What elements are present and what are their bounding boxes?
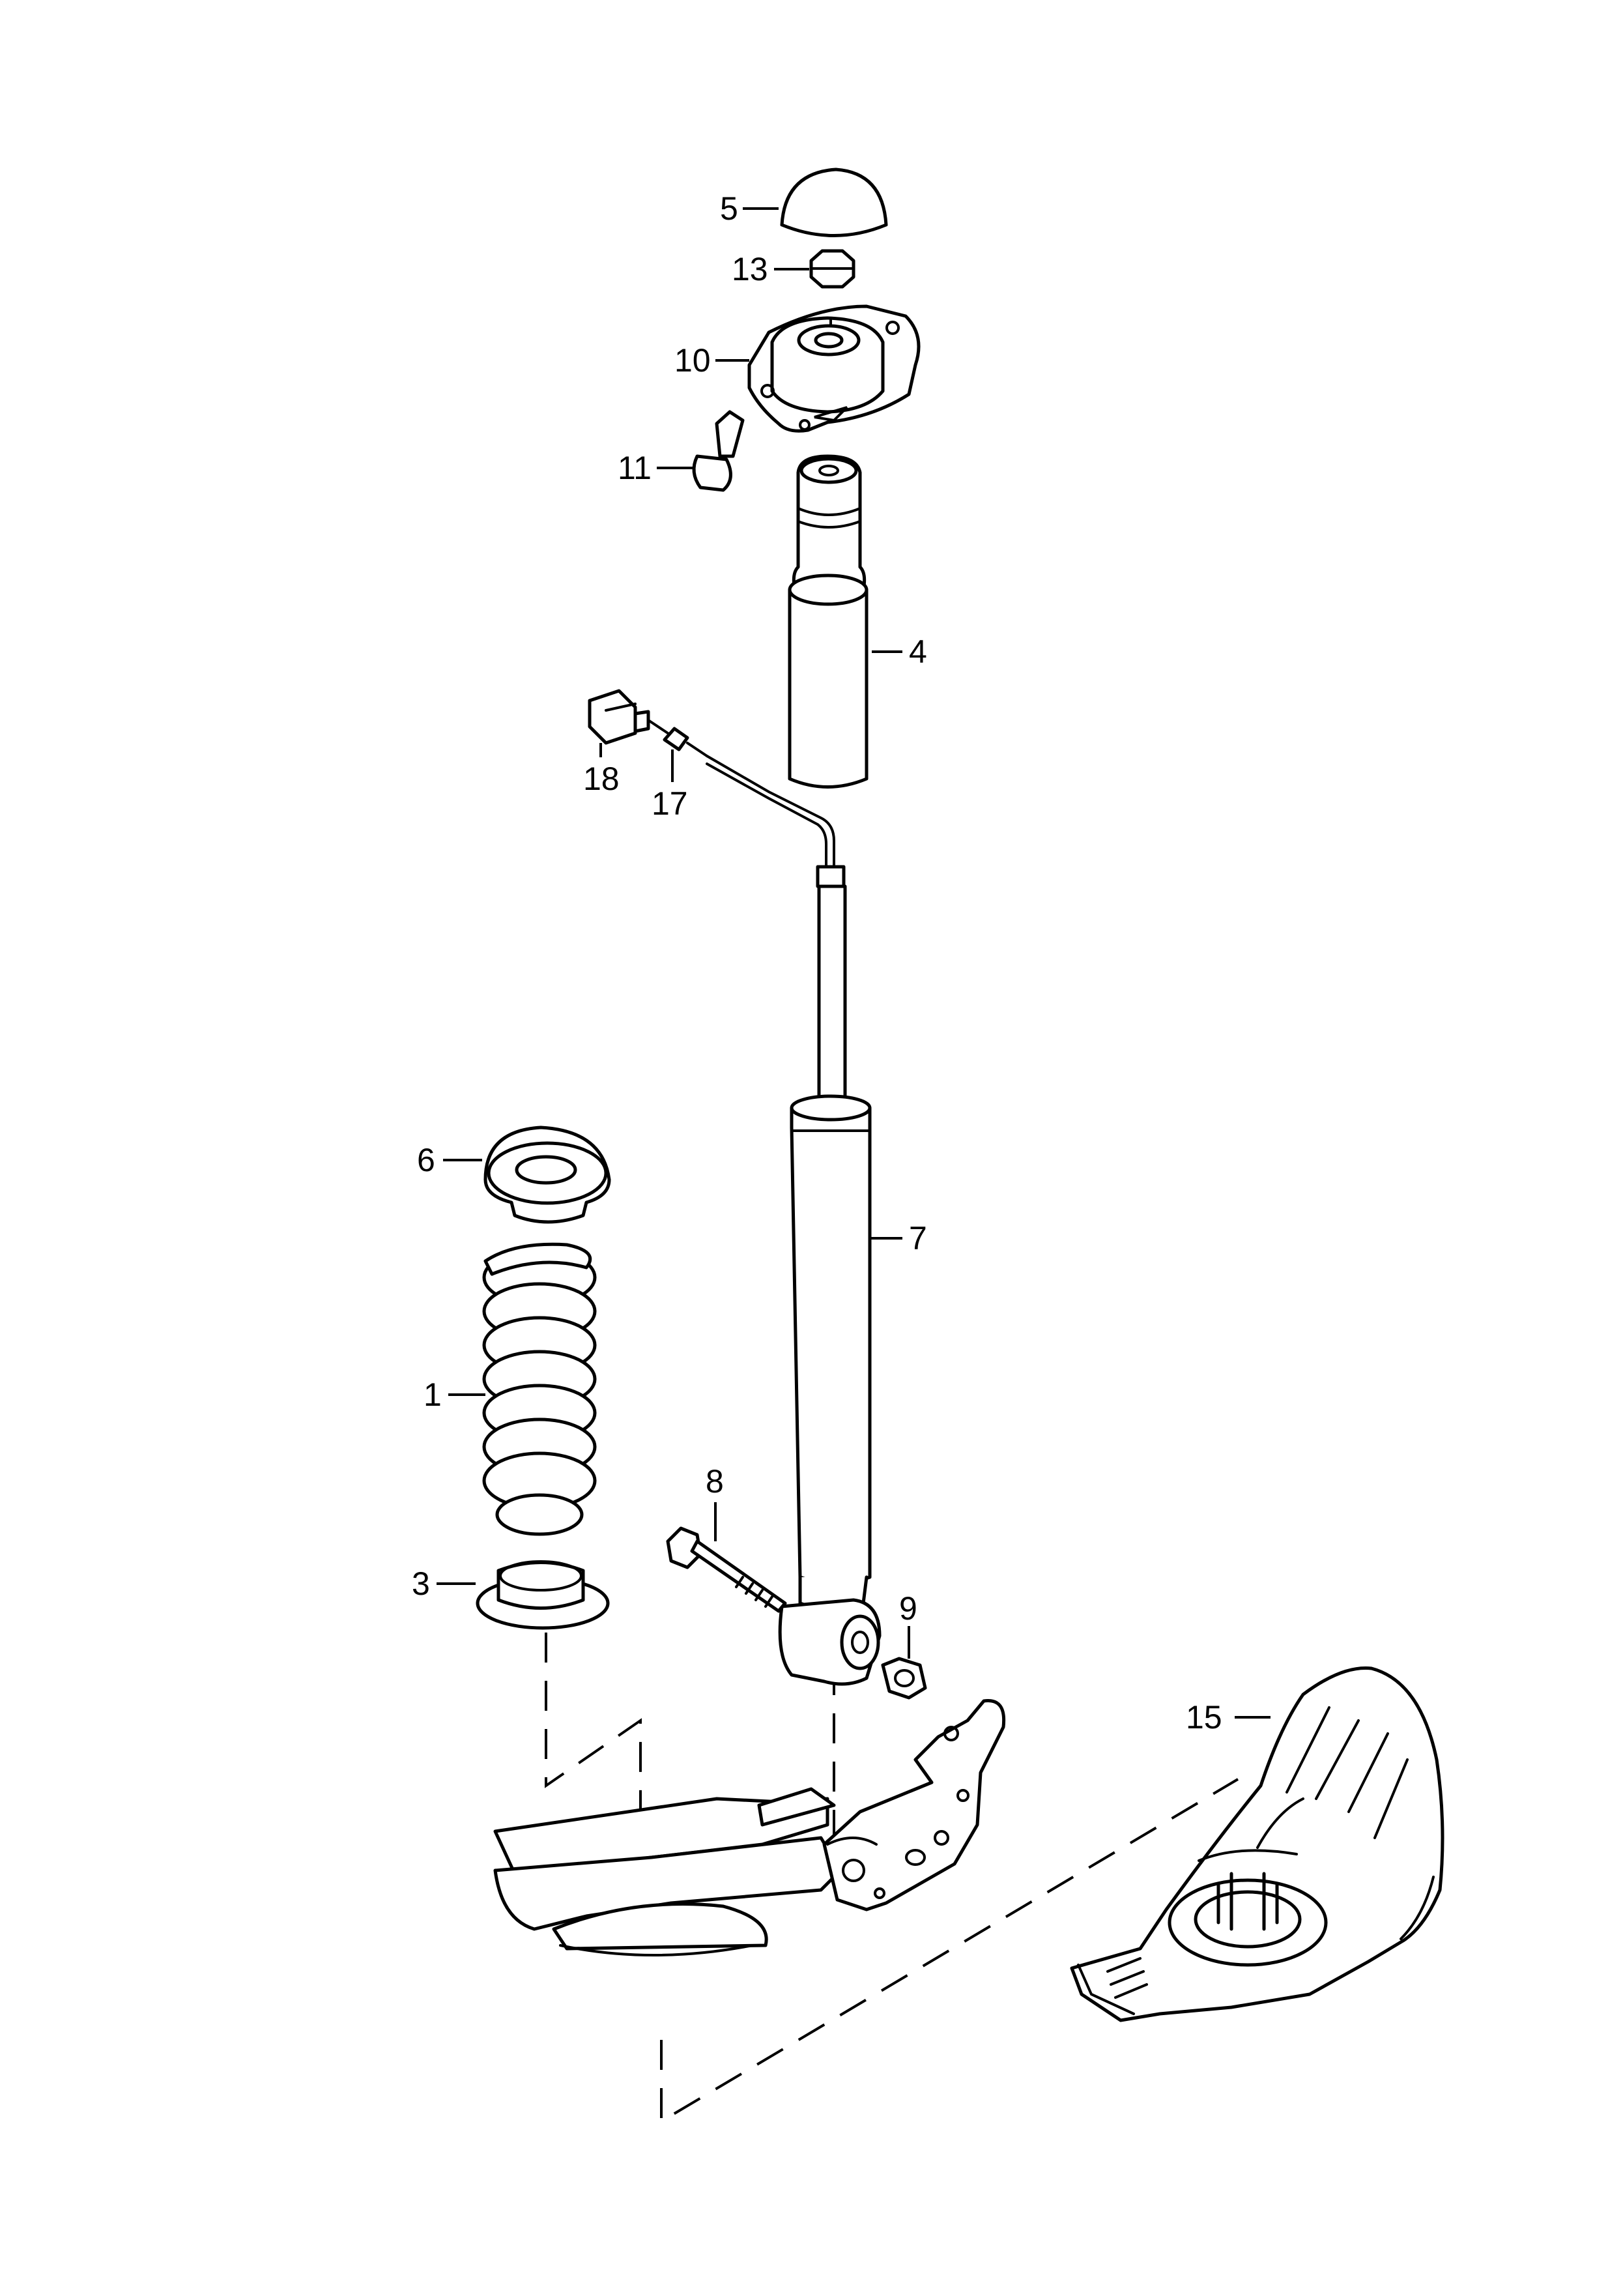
connector-and-sensor-cable (588, 689, 846, 888)
callout-5: 5 (720, 190, 738, 227)
bolt-lower (666, 1526, 787, 1613)
callout-8: 8 (706, 1463, 724, 1500)
callout-1: 1 (424, 1376, 442, 1413)
nut-lower (881, 1657, 927, 1700)
callout-6: 6 (417, 1142, 435, 1178)
bolt-mount (692, 410, 745, 492)
callout-18: 18 (583, 761, 620, 797)
assembly-lines (545, 1633, 1239, 2124)
callout-10: 10 (674, 342, 711, 379)
callout-labels: 5 13 10 11 4 18 17 6 7 1 8 9 3 15 (412, 190, 1222, 1736)
hex-nut-top (809, 249, 855, 289)
spring-seat-lower (476, 1560, 610, 1630)
protective-cap (780, 167, 888, 237)
callout-17: 17 (652, 785, 688, 822)
callout-leaders (437, 207, 1271, 1719)
callout-7: 7 (909, 1220, 927, 1257)
wheel-housing-liner (1070, 1666, 1444, 2022)
coil-spring (482, 1242, 597, 1536)
callout-3: 3 (412, 1565, 430, 1602)
callout-11: 11 (618, 450, 652, 486)
strut-mount (747, 304, 921, 433)
callout-15: 15 (1186, 1699, 1222, 1736)
callout-4: 4 (909, 633, 927, 670)
rear-axle-beam (493, 1699, 1006, 1956)
callout-9: 9 (899, 1590, 917, 1627)
spring-seat-upper (483, 1126, 611, 1224)
callout-13: 13 (732, 251, 768, 287)
shock-absorber (778, 884, 882, 1686)
bump-stop-dust-cover (788, 454, 869, 789)
